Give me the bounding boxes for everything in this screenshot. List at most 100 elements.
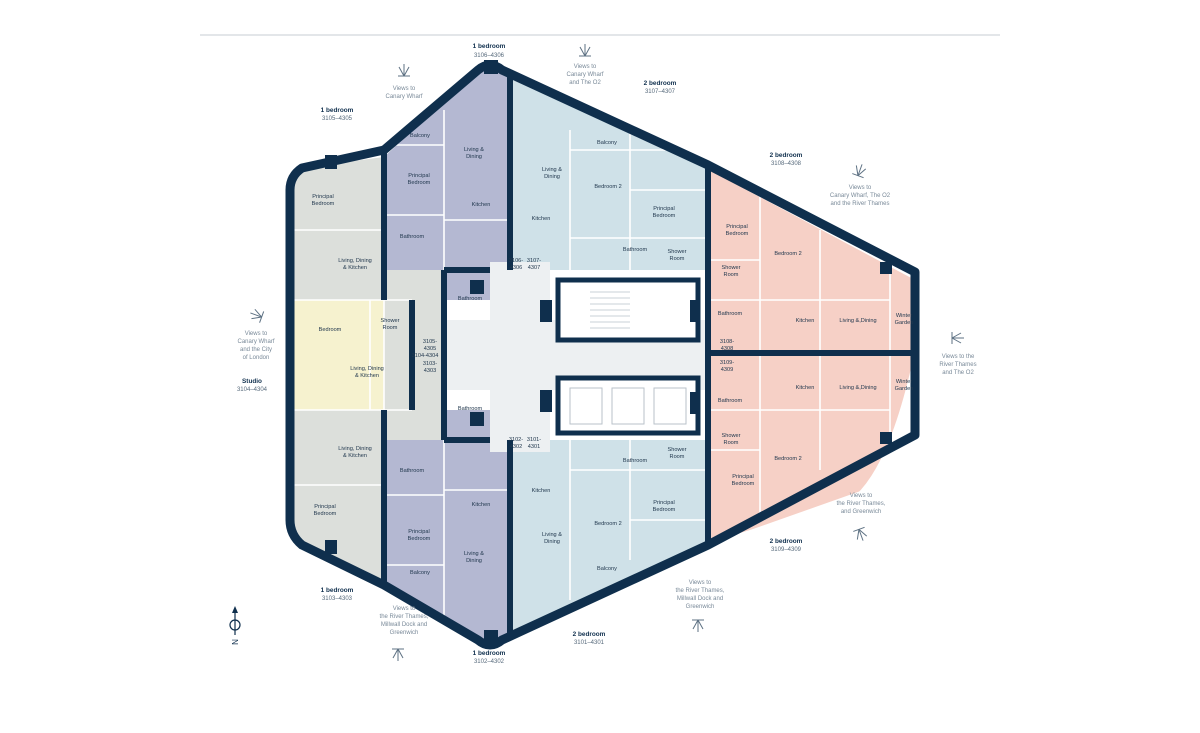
room-balcony-4302: Balcony: [410, 570, 430, 576]
view-direction-icon: [692, 619, 704, 632]
room-bathroom-4307: Bathroom: [623, 247, 648, 253]
room-kitchen-4306: Kitchen: [472, 202, 491, 208]
code-3105: 3105-4305: [423, 339, 437, 352]
unit-walls: [381, 70, 912, 636]
view-direction-icon: [579, 44, 591, 57]
north-label: N: [231, 639, 240, 645]
room-bedroom2-4307: Bedroom 2: [594, 184, 621, 190]
room-bathroom-4308: Bathroom: [718, 311, 743, 317]
code-3102: 3102-4302: [509, 437, 523, 450]
unit-range-4301: 3101–4301: [574, 640, 605, 646]
unit-4308-fill: [708, 160, 915, 353]
unit-range-4306: 3106–4306: [474, 53, 505, 59]
unit-title-4308: 2 bedroom: [770, 152, 803, 159]
core-corridor-vertical: [490, 262, 550, 452]
room-living-kitchen-4303: Living, Dining& Kitchen: [338, 446, 372, 459]
unit-range-4302: 3102–4302: [474, 659, 505, 665]
unit-range-4305: 3105–4305: [322, 116, 353, 122]
room-living-dining-4301: Living &Dining: [542, 532, 562, 545]
room-balcony-4301: Balcony: [597, 566, 617, 572]
north-arrow-icon: [229, 606, 241, 635]
room-kitchen-4301: Kitchen: [532, 488, 551, 494]
unit-range-4309: 3109–4309: [771, 547, 802, 553]
room-bedroom2-4308: Bedroom 2: [774, 251, 801, 257]
core-stair: [590, 291, 630, 329]
unit-title-4307: 2 bedroom: [644, 80, 677, 87]
view-direction-icon: [852, 164, 867, 179]
unit-4305-fill: [290, 130, 384, 300]
view-direction-icon: [392, 648, 404, 661]
room-bathroom-4302: Bathroom: [458, 406, 483, 412]
corner-piers: [325, 60, 892, 644]
room-kitchen-4308: Kitchen: [796, 318, 815, 324]
unit-4303-fill: [290, 410, 384, 600]
view-direction-icon: [853, 526, 868, 541]
room-bedroom2-4309: Bedroom 2: [774, 456, 801, 462]
room-balcony-4306: Balcony: [410, 133, 430, 139]
unit-range-4308: 3108–4308: [771, 161, 802, 167]
room-bathroom-4306: Bathroom: [458, 296, 483, 302]
room-bathroom-4309: Bathroom: [718, 398, 743, 404]
room-living-dining-4308: Living &,Dining: [839, 318, 876, 324]
core-lift-block-south: [555, 375, 701, 436]
room-bathroom-4303: Bathroom: [400, 468, 425, 474]
unit-4304-fill: [290, 300, 412, 410]
unit-title-4305: 1 bedroom: [321, 107, 354, 114]
code-3108: 3108-4308: [720, 339, 734, 352]
unit-range-4303: 3103–4303: [322, 596, 353, 602]
room-bedroom2-4301: Bedroom 2: [594, 521, 621, 527]
code-3106: 3106-4306: [509, 258, 523, 271]
unit-title-4306: 1 bedroom: [473, 43, 506, 50]
unit-title-4301: 2 bedroom: [573, 631, 606, 638]
unit-title-4304: Studio: [242, 378, 262, 385]
unit-title-4302: 1 bedroom: [473, 650, 506, 657]
view-direction-icon: [250, 308, 265, 323]
room-living-dining-4306: Living &Dining: [464, 147, 484, 160]
room-bedroom-4304: Bedroom: [319, 327, 342, 333]
room-living-dining-4309: Living &,Dining: [839, 385, 876, 391]
room-living-dining-4307: Living &Dining: [542, 167, 562, 180]
unit-range-4307: 3107–4307: [645, 89, 676, 95]
view-direction-icon: [951, 332, 964, 344]
room-bathroom-4301: Bathroom: [623, 458, 648, 464]
code-3109: 3109-4309: [720, 360, 734, 373]
unit-4301-fill: [510, 440, 708, 644]
view-direction-icon: [398, 64, 410, 77]
code-3101: 3101-4301: [527, 437, 541, 450]
unit-4307-fill: [510, 64, 708, 270]
unit-4302-fill: [384, 410, 510, 644]
unit-title-4303: 1 bedroom: [321, 587, 354, 594]
unit-range-4304: 3104–4304: [237, 387, 268, 393]
unit-title-4309: 2 bedroom: [770, 538, 803, 545]
room-kitchen-4309: Kitchen: [796, 385, 815, 391]
room-living-dining-4302: Living &Dining: [464, 551, 484, 564]
room-bathroom-4305: Bathroom: [400, 234, 425, 240]
code-3103: 3103-4303: [423, 361, 437, 374]
room-living-kitchen-4305: Living, Dining& Kitchen: [338, 258, 372, 271]
room-living-kitchen-4304: Living, Dining& Kitchen: [350, 366, 384, 379]
code-3107: 3107-4307: [527, 258, 541, 271]
core-lifts: [569, 387, 687, 425]
